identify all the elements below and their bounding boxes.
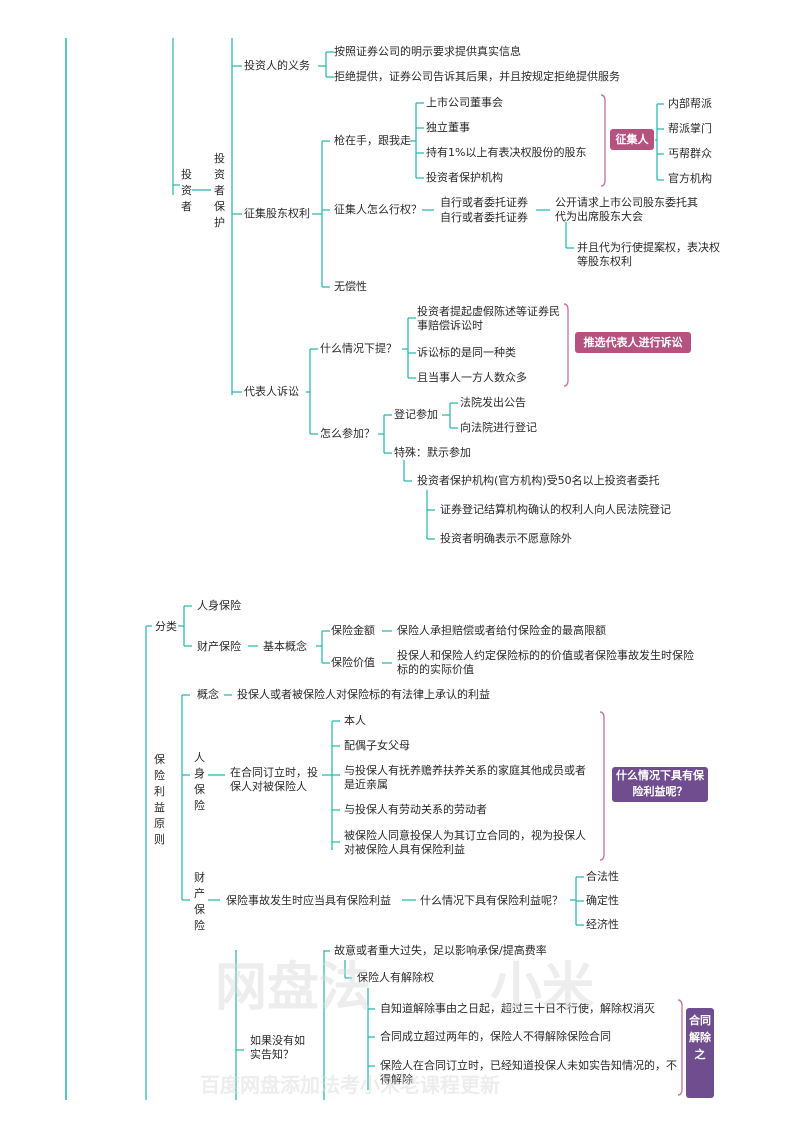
- node-prop-when: 保险事故发生时应当具有保险利益: [226, 894, 391, 907]
- node-investor-protection: 投资者保护: [214, 152, 225, 229]
- node-insured-value-def: 投保人和保险人约定保险标的的价值或者保险事故发生时保险标的的实际价值: [397, 649, 694, 676]
- node-solicitor-item: 独立董事: [426, 121, 470, 134]
- node-rescind: 保险人有解除权: [357, 971, 434, 984]
- node-property-insurance: 财产保险: [197, 640, 241, 653]
- node-free: 无偿性: [334, 280, 367, 293]
- bracket: [600, 94, 606, 187]
- node-solicit-who: 枪在手，跟我走: [334, 134, 411, 147]
- bracket: [599, 711, 605, 861]
- node-rescind-rule: 合同成立超过两年的，保险人不得解除保险合同: [380, 1030, 611, 1043]
- node-register: 登记参加: [394, 408, 438, 421]
- tag-solicitor: 征集人: [610, 129, 654, 150]
- node-faction: 帮派掌门: [668, 122, 712, 135]
- node-prop-ins: 财产保险: [194, 871, 205, 932]
- node-no-disclosure: 如果没有如实告知？: [250, 1034, 305, 1061]
- node-solicitor-item: 投资者保护机构: [426, 171, 503, 184]
- node-agency: 投资者保护机构(官方机构)受50名以上投资者委托: [417, 474, 660, 487]
- node-life-item: 与投保人有抚养赡养扶养关系的家庭其他成员或者是近亲属: [344, 764, 586, 791]
- node-life-item: 被保险人同意投保人为其订立合同的，视为投保人对被保险人具有保险利益: [344, 829, 586, 856]
- node-life-insurance: 人身保险: [197, 599, 241, 612]
- node-prop-question: 什么情况下具有保险利益呢？: [420, 894, 563, 907]
- tag-life-interest: 什么情况下具有保险利益呢？: [612, 767, 708, 802]
- node-life-item: 与投保人有劳动关系的劳动者: [344, 803, 487, 816]
- node-life-ins: 人身保险: [194, 751, 205, 812]
- node-solicitor-item: 上市公司董事会: [426, 96, 503, 109]
- node-faction: 官方机构: [668, 172, 712, 185]
- node-investor-duty: 投资人的义务: [244, 59, 310, 72]
- node-duty-item: 拒绝提供，证券公司告诉其后果，并且按规定拒绝提供服务: [334, 70, 620, 83]
- tag-elect-representative: 推选代表人进行诉讼: [575, 332, 691, 353]
- node-prop-item: 确定性: [586, 894, 619, 907]
- node-rescind-rule: 自知道解除事由之日起，超过三十日不行使，解除权消灭: [380, 1002, 655, 1015]
- node-life-item: 本人: [344, 714, 366, 727]
- node-register-item: 法院发出公告: [460, 396, 526, 409]
- node-prop-item: 经济性: [586, 918, 619, 931]
- tag-contract-rescission: 合同解除之: [686, 1008, 714, 1098]
- node-concept-def: 投保人或者被保险人对保险标的有法律上承认的利益: [237, 688, 490, 701]
- node-agency-item: 投资者明确表示不愿意除外: [440, 532, 572, 545]
- node-faction: 内部帮派: [668, 97, 712, 110]
- node-solicit-how: 征集人怎么行权？: [334, 203, 422, 216]
- node-entrust-2: 自行或者委托证券: [440, 211, 528, 224]
- node-sum-insured: 保险金额: [331, 624, 375, 637]
- bracket: [677, 999, 683, 1096]
- node-life-item: 配偶子女父母: [344, 739, 410, 752]
- node-entrust: 自行或者委托证券: [440, 196, 528, 209]
- node-basic-concept: 基本概念: [263, 640, 307, 653]
- node-special: 特殊：默示参加: [394, 446, 471, 459]
- node-solicit-rights: 征集股东权利: [244, 207, 310, 220]
- node-prop-item: 合法性: [586, 870, 619, 883]
- node-register-item: 向法院进行登记: [460, 421, 537, 434]
- node-insurable-interest: 保险利益原则: [154, 753, 165, 846]
- node-vote-rights: 并且代为行使提案权，表决权等股东权利: [577, 241, 720, 268]
- node-faction: 丐帮群众: [668, 147, 712, 160]
- node-lawsuit-condition: 诉讼标的是同一种类: [417, 346, 516, 359]
- node-representative-lawsuit: 代表人诉讼: [244, 385, 299, 398]
- node-life-when: 在合同订立时，投保人对被保险人: [230, 766, 318, 793]
- node-lawsuit-condition: 投资者提起虚假陈述等证券民事赔偿诉讼时: [417, 305, 560, 332]
- node-lawsuit-condition: 且当事人一方人数众多: [417, 371, 527, 384]
- node-lawsuit-when: 什么情况下提？: [320, 342, 397, 355]
- node-agency-item: 证券登记结算机构确认的权利人向人民法院登记: [440, 503, 671, 516]
- node-lawsuit-join: 怎么参加？: [320, 427, 375, 440]
- node-fault: 故意或者重大过失，足以影响承保/提高费率: [334, 944, 547, 957]
- node-classify: 分类: [155, 620, 177, 633]
- node-insured-value: 保险价值: [331, 656, 375, 669]
- bracket: [563, 303, 569, 387]
- node-sum-insured-def: 保险人承担赔偿或者给付保险金的最高限额: [397, 624, 606, 637]
- node-duty-item: 按照证券公司的明示要求提供真实信息: [334, 45, 521, 58]
- node-public-request: 公开请求上市公司股东委托其代为出席股东大会: [555, 196, 698, 223]
- node-rescind-rule: 保险人在合同订立时，已经知道投保人未如实告知情况的，不得解除: [380, 1059, 677, 1086]
- node-concept: 概念: [197, 688, 219, 701]
- node-solicitor-item: 持有1%以上有表决权股份的股东: [426, 146, 587, 159]
- node-investor: 投资者: [181, 168, 192, 213]
